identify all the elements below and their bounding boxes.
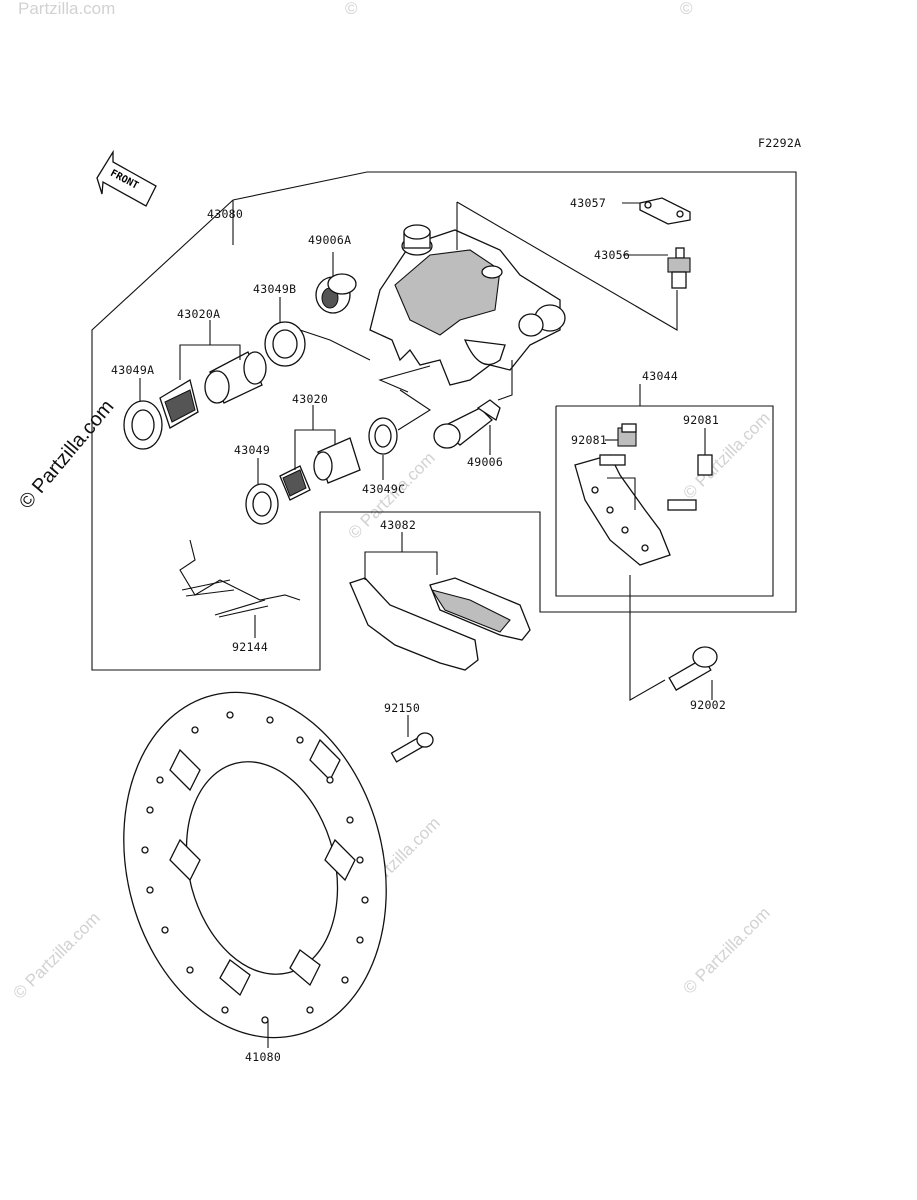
brake-disc-41080 [123,691,387,1039]
label-43049: 43049 [234,443,270,457]
label-43080: 43080 [207,207,243,221]
pin-49006 [433,399,501,449]
bracket-43044 [574,454,697,566]
label-43056: 43056 [594,248,630,262]
seal-43049B [264,321,306,367]
label-43020: 43020 [292,392,328,406]
bleeder-valve-43056 [667,247,691,289]
watermark-top-right: © [680,0,693,18]
clip-92081-a [617,423,637,447]
label-43044: 43044 [642,369,678,383]
seal-43049 [245,483,279,525]
label-43049A: 43049A [111,363,154,377]
label-92150: 92150 [384,701,420,715]
watermark-top-left: Partzilla.com [18,0,115,18]
piston-set-43020A [159,351,267,429]
label-43057: 43057 [570,196,606,210]
cap-43057 [639,197,691,225]
caliper-assembly-outline [91,171,797,671]
seal-43049C [368,417,398,455]
label-43049B: 43049B [253,282,296,296]
brake-pads-43082 [349,577,531,671]
label-92144: 92144 [232,640,268,654]
label-43020A: 43020A [177,307,220,321]
caliper-body [369,224,566,386]
label-43049C: 43049C [362,482,405,496]
bushing-49006A [315,273,357,314]
clip-92081-b [697,454,713,476]
label-41080: 41080 [245,1050,281,1064]
label-92002: 92002 [690,698,726,712]
watermark-bottom-left: © Partzilla.com [9,908,103,1002]
figure-code: F2292A [758,136,801,150]
watermark-left-dark: © Partzilla.com [15,396,118,513]
spring-92144 [179,539,301,618]
bracket-outline [555,405,774,597]
piston-set-43020 [279,437,361,501]
seal-43049A [123,400,163,450]
callout-labels: 43080 49006A 43049B 43020A 43049A 43020 … [111,196,726,1064]
label-43082: 43082 [380,518,416,532]
label-92081-b: 92081 [683,413,719,427]
watermark-top-mid: © [345,0,358,18]
bolt-92002 [668,646,718,691]
label-92081-a: 92081 [571,433,607,447]
bolt-92150 [390,732,434,763]
watermark-bottom-right: © Partzilla.com [679,903,773,997]
front-arrow-icon: FRONT [96,149,157,207]
label-49006: 49006 [467,455,503,469]
label-49006A: 49006A [308,233,351,247]
